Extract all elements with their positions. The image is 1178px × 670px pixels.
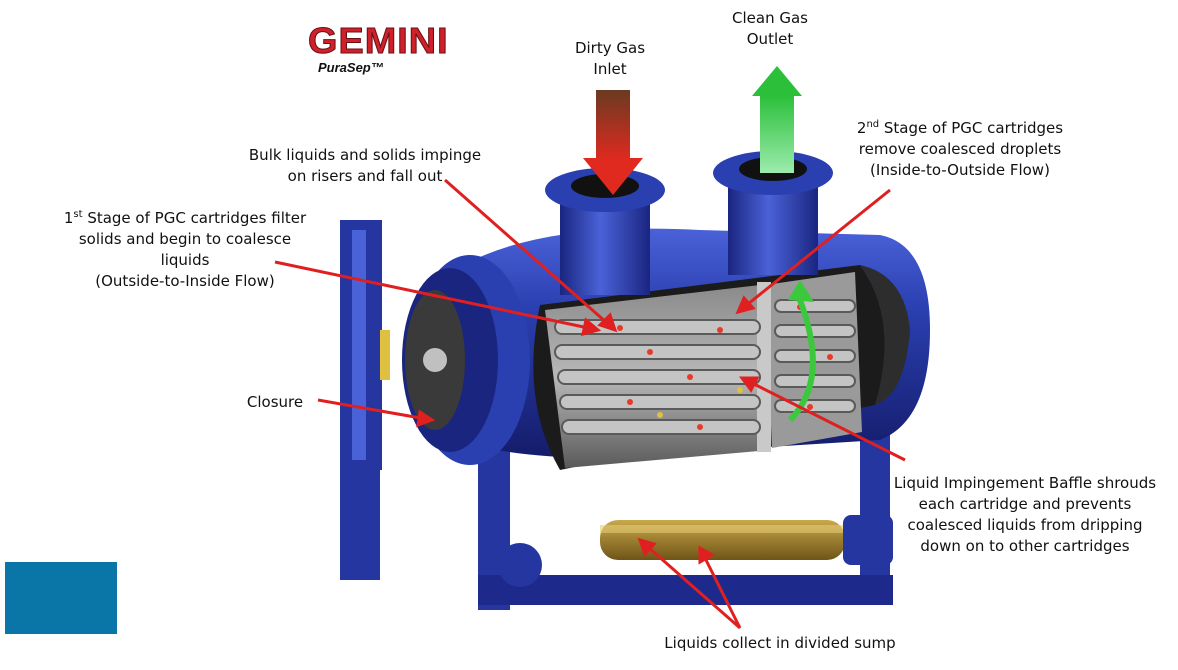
label-closure: Closure	[246, 393, 304, 411]
closure-assembly	[340, 220, 530, 470]
cartridge-tubes	[554, 299, 856, 435]
divided-sump	[498, 515, 893, 587]
label-impingement-baffle: Liquid Impingement Baffle shrouds each c…	[893, 474, 1157, 555]
clean-gas-arrow	[752, 66, 802, 173]
label-divided-sump: Liquids collect in divided sump	[664, 634, 896, 652]
product-name: PuraSep™	[318, 60, 384, 75]
label-bulk-liquids: Bulk liquids and solids impinge on riser…	[248, 146, 482, 185]
label-dirty-gas-inlet: Dirty Gas Inlet	[574, 39, 646, 78]
label-first-stage: 1st Stage of PGC cartridges filter solid…	[63, 209, 307, 290]
outlet-nozzle	[713, 151, 833, 275]
inlet-nozzle	[545, 168, 665, 295]
label-clean-gas-outlet: Clean Gas Outlet	[732, 9, 808, 48]
label-second-stage: 2nd Stage of PGC cartridges remove coale…	[856, 119, 1064, 179]
internal-flow-arrow	[787, 298, 816, 423]
callout-arrows	[274, 178, 906, 630]
color-swatch	[5, 562, 117, 634]
dirty-gas-arrow	[583, 90, 643, 195]
gemini-logo: GEMINI PuraSep™	[307, 20, 468, 82]
brand-name: GEMINI	[307, 20, 449, 61]
